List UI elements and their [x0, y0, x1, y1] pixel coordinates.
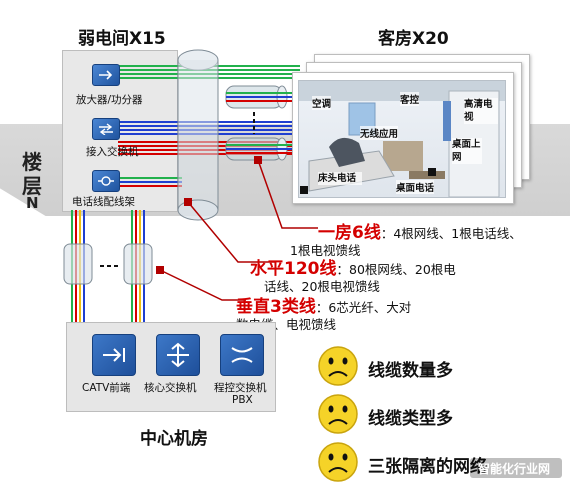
room-label-desk-phone: 桌面电话: [396, 180, 435, 194]
issue-text-2: 线缆类型多: [368, 409, 453, 429]
callout-horizontal-text-2: 话线、20根电视馈线: [264, 279, 380, 294]
sad-face-icon-3: [318, 442, 358, 482]
watermark-text: 智能化行业网: [478, 462, 551, 476]
amplifier-icon: [92, 64, 120, 86]
guest-room-title: 客房X20: [378, 29, 449, 49]
sad-face-icon-2: [318, 394, 358, 434]
floor-label-1: 楼: [22, 150, 42, 174]
marker-horizontal: [184, 198, 192, 206]
riser-right: [123, 210, 153, 324]
room-label-control: 客控: [400, 92, 420, 106]
watermark-bg: [470, 458, 562, 478]
center-label-catv: CATV前端: [82, 382, 131, 394]
room-label-bed-phone: 床头电话: [318, 172, 362, 185]
marker-bed: [300, 186, 308, 194]
vertical-conduit: [177, 49, 219, 221]
floor-label-3: N: [26, 194, 39, 212]
callout-room-big: 一房6线: [318, 223, 381, 243]
sad-face-icon-1: [318, 346, 358, 386]
callout-vertical-text: ：6芯光纤、大对: [315, 300, 412, 315]
room-label-ac: 空调: [312, 96, 332, 110]
access-switch-icon: [92, 118, 120, 140]
device-label-patch: 电话线配线架: [72, 196, 135, 208]
guest-room-cables: [226, 92, 300, 154]
patch-panel-icon: [92, 170, 120, 192]
callout-horizontal-text: ：80根网线、20根电: [336, 262, 456, 277]
issue-text-3: 三张隔离的网络: [368, 457, 487, 477]
center-label-core: 核心交换机: [144, 382, 197, 394]
weak-room-title: 弱电间X15: [78, 29, 166, 49]
room-label-desk-net: 桌面上网: [452, 138, 482, 164]
center-label-pbx: 程控交换机: [214, 382, 267, 394]
floor-label-2: 层: [22, 174, 42, 198]
leader-room: [257, 159, 318, 229]
device-label-amplifier: 放大器/功分器: [76, 94, 143, 106]
leader-horizontal: [187, 201, 276, 263]
marker-desk: [428, 168, 436, 176]
device-label-switch: 接入交换机: [86, 146, 139, 158]
callout-room-text-2: 1根电视馈线: [290, 243, 361, 258]
issue-text-1: 线缆数量多: [368, 361, 453, 381]
callout-vertical: 垂直3类线：6芯光纤、大对: [236, 292, 411, 318]
riser-left: [63, 210, 93, 324]
callout-room: 一房6线：4根网线、1根电话线、: [318, 218, 522, 244]
marker-room: [254, 156, 262, 164]
callout-room-text: ：4根网线、1根电话线、: [380, 226, 522, 241]
extra-cable-bundle: [118, 177, 182, 187]
room-label-tv: 高清电视: [464, 98, 498, 124]
callout-vertical-big: 垂直3类线: [236, 297, 316, 317]
callout-horizontal: 水平120线：80根网线、20根电: [250, 254, 456, 280]
pbx-icon: [220, 334, 264, 376]
marker-vertical: [156, 266, 164, 274]
center-label-pbx-2: PBX: [232, 394, 253, 406]
center-room-title: 中心机房: [140, 429, 208, 449]
leader-vertical: [159, 269, 246, 301]
core-switch-icon: [156, 334, 200, 376]
callout-horizontal-big: 水平120线: [250, 259, 337, 279]
room-label-wireless: 无线应用: [360, 126, 399, 140]
catv-headend-icon: [92, 334, 136, 376]
